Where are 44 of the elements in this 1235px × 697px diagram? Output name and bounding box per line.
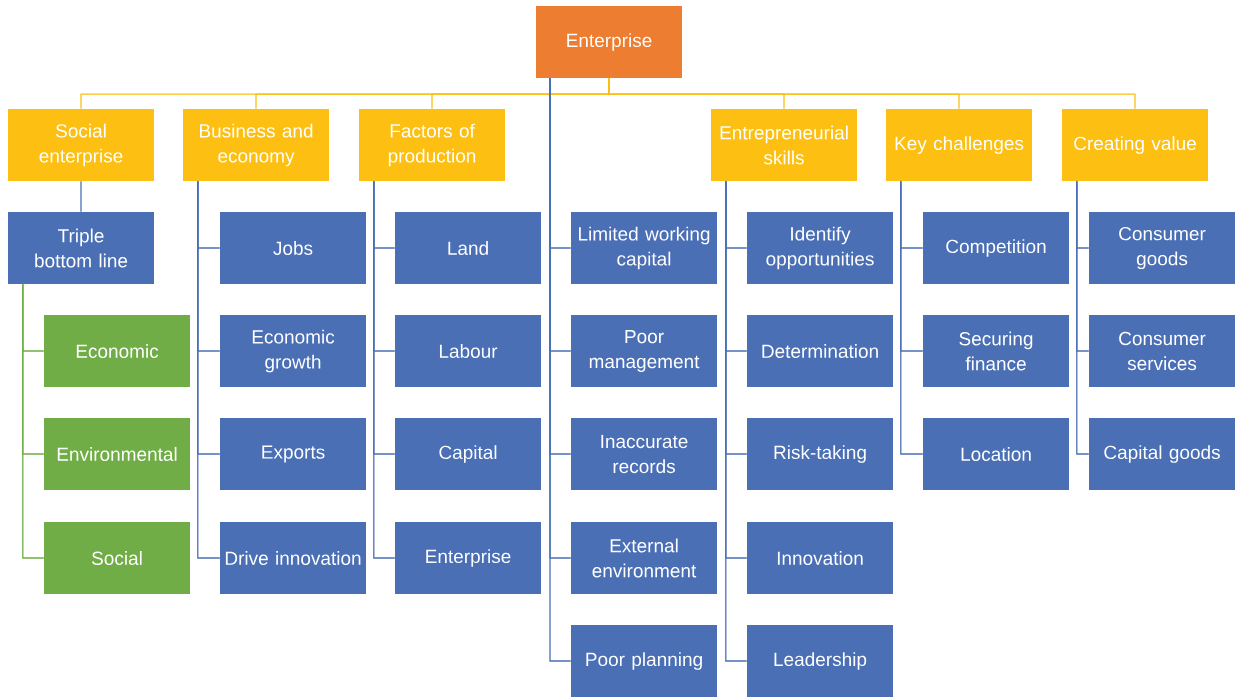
- topic-box: Land: [395, 212, 541, 284]
- connector-line: [22, 283, 45, 559]
- topic-box: Innovation: [747, 522, 893, 594]
- connector-line: [373, 180, 396, 559]
- topic-box: Poor management: [571, 315, 717, 387]
- connector-line: [608, 77, 1136, 110]
- topic-box: Labour: [395, 315, 541, 387]
- topic-box: Leadership: [747, 625, 893, 697]
- topic-box: Consumer goods: [1089, 212, 1235, 284]
- connector-line: [197, 180, 221, 559]
- topic-box: Exports: [220, 418, 366, 490]
- topic-box: Capital goods: [1089, 418, 1235, 490]
- topic-box: Jobs: [220, 212, 366, 284]
- connector-line: [725, 180, 748, 662]
- topic-box: Identify opportunities: [747, 212, 893, 284]
- subtopic-box: Economic: [44, 315, 190, 387]
- topic-box: Limited working capital: [571, 212, 717, 284]
- subtopic-box: Environmental: [44, 418, 190, 490]
- topic-box: Triple bottom line: [8, 212, 154, 284]
- subtopic-box: Social: [44, 522, 190, 594]
- connector-line: [80, 180, 82, 213]
- category-box: Factors of production: [359, 109, 505, 181]
- root-box: Enterprise: [536, 6, 682, 78]
- topic-box: Enterprise: [395, 522, 541, 594]
- topic-box: External environment: [571, 522, 717, 594]
- topic-box: Consumer services: [1089, 315, 1235, 387]
- category-box: Entrepreneurial skills: [711, 109, 857, 181]
- connector-line: [900, 180, 924, 455]
- topic-box: Capital: [395, 418, 541, 490]
- category-box: Creating value: [1062, 109, 1208, 181]
- topic-box: Competition: [923, 212, 1069, 284]
- topic-box: Securing finance: [923, 315, 1069, 387]
- topic-box: Determination: [747, 315, 893, 387]
- topic-box: Risk-taking: [747, 418, 893, 490]
- topic-box: Drive innovation: [220, 522, 366, 594]
- topic-box: Poor planning: [571, 625, 717, 697]
- connector-line: [549, 77, 572, 662]
- category-box: Business and economy: [183, 109, 329, 181]
- topic-box: Inaccurate records: [571, 418, 717, 490]
- category-box: Key challenges: [886, 109, 1032, 181]
- category-box: Social enterprise: [8, 109, 154, 181]
- connector-line: [1076, 180, 1090, 455]
- topic-box: Economic growth: [220, 315, 366, 387]
- topic-box: Location: [923, 418, 1069, 490]
